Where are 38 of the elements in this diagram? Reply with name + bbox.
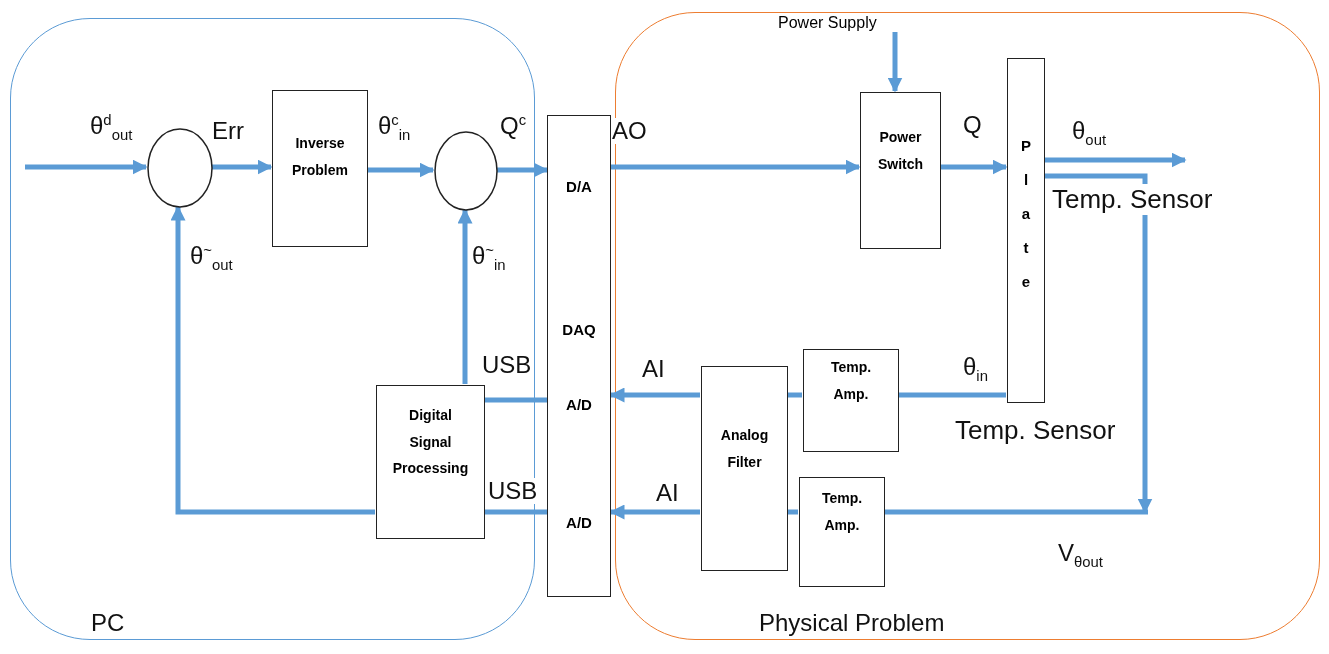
- block-label: A/D: [565, 514, 593, 532]
- block-label: DAQ: [561, 321, 597, 339]
- group-title: PC: [91, 609, 125, 637]
- group-title: Physical Problem: [759, 609, 945, 637]
- plate-block: [1007, 58, 1045, 403]
- arrow: [25, 159, 148, 175]
- arrow: [1044, 152, 1187, 168]
- block-label: Digital Signal Processing: [391, 406, 470, 479]
- block-label: Analog Filter: [719, 425, 770, 472]
- arrow: [611, 159, 861, 175]
- process-block: [701, 366, 788, 571]
- process-block: [803, 349, 899, 452]
- arrow: [609, 504, 700, 520]
- arrow: [367, 162, 435, 178]
- process-block: [272, 90, 368, 247]
- block-label: Inverse Problem: [291, 133, 349, 180]
- edge-label: AO: [612, 118, 647, 145]
- group-outline: [10, 18, 535, 640]
- edge-label: USB: [488, 478, 538, 505]
- arrow: [609, 387, 700, 403]
- arrow: [212, 159, 273, 175]
- arrow: [887, 32, 903, 93]
- process-block: [376, 385, 485, 539]
- arrow: [170, 205, 375, 515]
- block-label: Power Switch: [876, 127, 925, 174]
- block-label: A/D: [565, 396, 593, 414]
- block-label: Temp. Amp.: [829, 357, 873, 404]
- signal-label: Power Supply: [778, 14, 877, 32]
- arrow: [940, 159, 1008, 175]
- block-label: Plate: [1020, 136, 1032, 292]
- sensor-label: Temp. Sensor: [1052, 184, 1213, 215]
- block-label: D/A: [565, 178, 593, 196]
- process-block: [860, 92, 941, 249]
- arrow: [497, 162, 549, 178]
- process-block: [799, 477, 885, 587]
- daq-block: [547, 115, 611, 597]
- block-label: Temp. Amp.: [820, 489, 864, 535]
- arrow: [457, 208, 473, 384]
